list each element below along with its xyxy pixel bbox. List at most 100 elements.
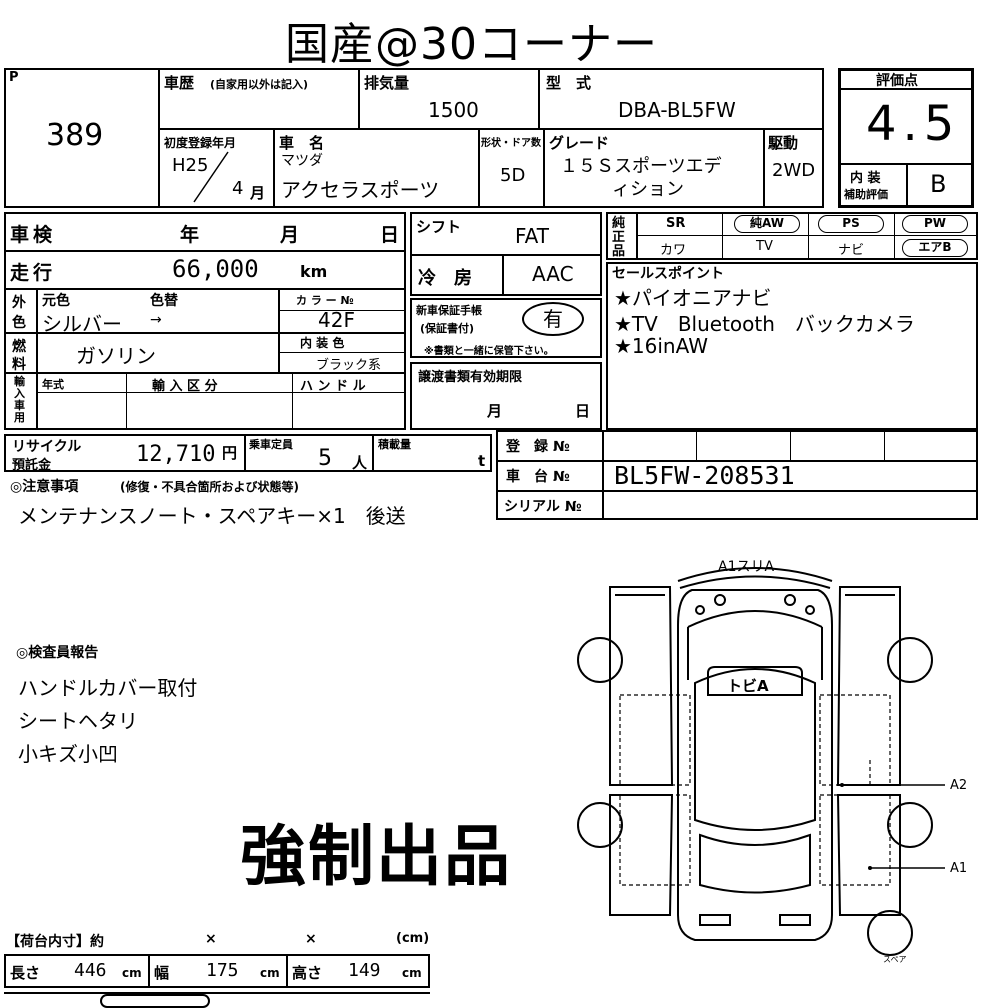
inspection-year: 年 (180, 224, 200, 246)
color-change-label: 色替 (150, 293, 178, 309)
interior-score-label-2: 補助評価 (844, 188, 888, 201)
car-name-label: 車 名 (279, 134, 325, 152)
doors-label: 形状・ドア数 (481, 138, 541, 149)
equip-tv: TV (756, 239, 773, 254)
notes-text: メンテナンスノート・スペアキー×1 後送 (18, 504, 406, 528)
equip-pw: PW (902, 215, 968, 233)
recycle-value: 12,710 (136, 442, 216, 467)
vehicle-info-box (158, 68, 824, 208)
shift-value: FAT (515, 224, 550, 248)
damage-label-roof: トビA (727, 677, 769, 695)
sales-points-label: セールスポイント (612, 266, 724, 282)
damage-label-a2: A2 (950, 778, 968, 793)
cargo-length: 446 (74, 960, 107, 981)
first-reg-slash (193, 151, 229, 203)
interior-score-label-1: 内 装 (850, 171, 881, 186)
damage-label-bumper: A1スリA (718, 559, 775, 575)
ac-value: AAC (532, 262, 574, 286)
color-original: シルバー (42, 312, 122, 336)
mileage-unit: km (300, 262, 328, 281)
inspector-line-2: シートヘタリ (18, 709, 138, 733)
color-side-2: 色 (12, 315, 26, 331)
damage-label-a1: A1 (950, 861, 968, 876)
equipment-side-1: 純 (612, 216, 626, 231)
cargo-box (4, 954, 430, 988)
fuel-side-2: 料 (12, 357, 26, 373)
inspector-line-3: 小キズ小凹 (18, 742, 118, 766)
color-arrow: → (150, 312, 162, 328)
cargo-width: 175 (206, 960, 239, 981)
import-side: 輸入車用 (14, 375, 25, 424)
inspection-month: 月 (280, 224, 300, 246)
shift-label: シフト (416, 218, 462, 236)
equipment-side-2: 正 (612, 230, 626, 245)
fuel-side-1: 燃 (12, 339, 26, 355)
sales-point-3: ★16inAW (614, 334, 708, 358)
ac-label: 冷 房 (418, 268, 472, 289)
documents-box (410, 362, 602, 430)
recycle-label-1: リサイクル (12, 439, 82, 455)
car-name: アクセラスポーツ (281, 178, 440, 202)
first-reg-month-unit: 月 (250, 184, 266, 202)
displacement-label: 排気量 (364, 74, 410, 92)
notes-label: ◎注意事項 (10, 479, 79, 495)
car-condition-diagram (577, 567, 945, 956)
warranty-label-1: 新車保証手帳 (416, 304, 482, 317)
cargo-length-cm: cm (122, 966, 142, 980)
interior-color: ブラック系 (316, 358, 382, 373)
registration-box (496, 430, 978, 520)
equip-airbag: エアB (902, 239, 968, 257)
notes-sub: (修復・不具合箇所および状態等) (120, 480, 299, 494)
import-year-label: 年式 (42, 378, 64, 391)
warranty-note: ※書類と一緒に保管下さい。 (424, 346, 554, 357)
drive-value: 2WD (772, 160, 816, 181)
interior-score-value: B (930, 170, 947, 198)
fuel-value: ガソリン (76, 344, 156, 368)
doors-value: 5D (500, 165, 526, 186)
car-maker: マツダ (281, 153, 323, 169)
model-value: DBA-BL5FW (618, 98, 736, 122)
history-label: 車歴 (164, 74, 195, 92)
capacity-value: 5 (318, 446, 332, 471)
documents-label: 譲渡書類有効期限 (418, 370, 523, 385)
chassis-number: BL5FW-208531 (614, 461, 795, 490)
color-code-label: カ ラ ー № (296, 294, 354, 307)
first-reg-era: H25 (172, 155, 209, 176)
warranty-box (410, 298, 602, 358)
mileage-value: 66,000 (172, 255, 259, 283)
equipment-side-3: 品 (612, 244, 626, 259)
warranty-label-2: (保証書付) (420, 322, 475, 335)
color-original-label: 元色 (42, 293, 70, 309)
cargo-width-label: 幅 (154, 964, 170, 982)
cargo-x1: × (205, 931, 217, 947)
cargo-x2: × (305, 931, 317, 947)
forced-auction-stamp: 強制出品 (240, 818, 512, 895)
documents-day: 日 (575, 402, 591, 420)
inspection-label: 車検 (10, 224, 57, 246)
recycle-unit: 円 (222, 444, 238, 462)
documents-month: 月 (487, 402, 503, 420)
equip-alloy-wheel: 純AW (734, 215, 800, 233)
lot-marker: P (9, 70, 19, 85)
first-reg-month: 4 (232, 178, 244, 199)
drive-label: 駆動 (768, 134, 799, 152)
interior-color-label: 内 装 色 (300, 336, 345, 350)
inspector-line-1: ハンドルカバー取付 (18, 676, 198, 700)
color-code: 42F (318, 308, 355, 332)
load-unit: t (478, 452, 486, 470)
import-handle-label: ハ ン ド ル (300, 379, 366, 394)
chassis-label: 車 台 № (506, 469, 570, 485)
inspection-day: 日 (380, 224, 400, 246)
grade-label: グレード (549, 134, 610, 152)
inspector-label: ◎検査員報告 (16, 645, 99, 661)
sales-point-1: ★パイオニアナビ (614, 286, 772, 310)
spec-box (4, 212, 406, 430)
grade-line1: １５Ｓスポーツエデ (560, 156, 722, 177)
registration-label: 登 録 № (506, 439, 570, 455)
equip-leather: カワ (660, 243, 687, 258)
capacity-label: 乗車定員 (249, 438, 293, 451)
warranty-value: 有 (522, 302, 584, 336)
cargo-label: 【荷台内寸】約 (6, 934, 104, 950)
mileage-label: 走行 (10, 262, 57, 284)
cargo-unit: (cm) (396, 931, 430, 946)
